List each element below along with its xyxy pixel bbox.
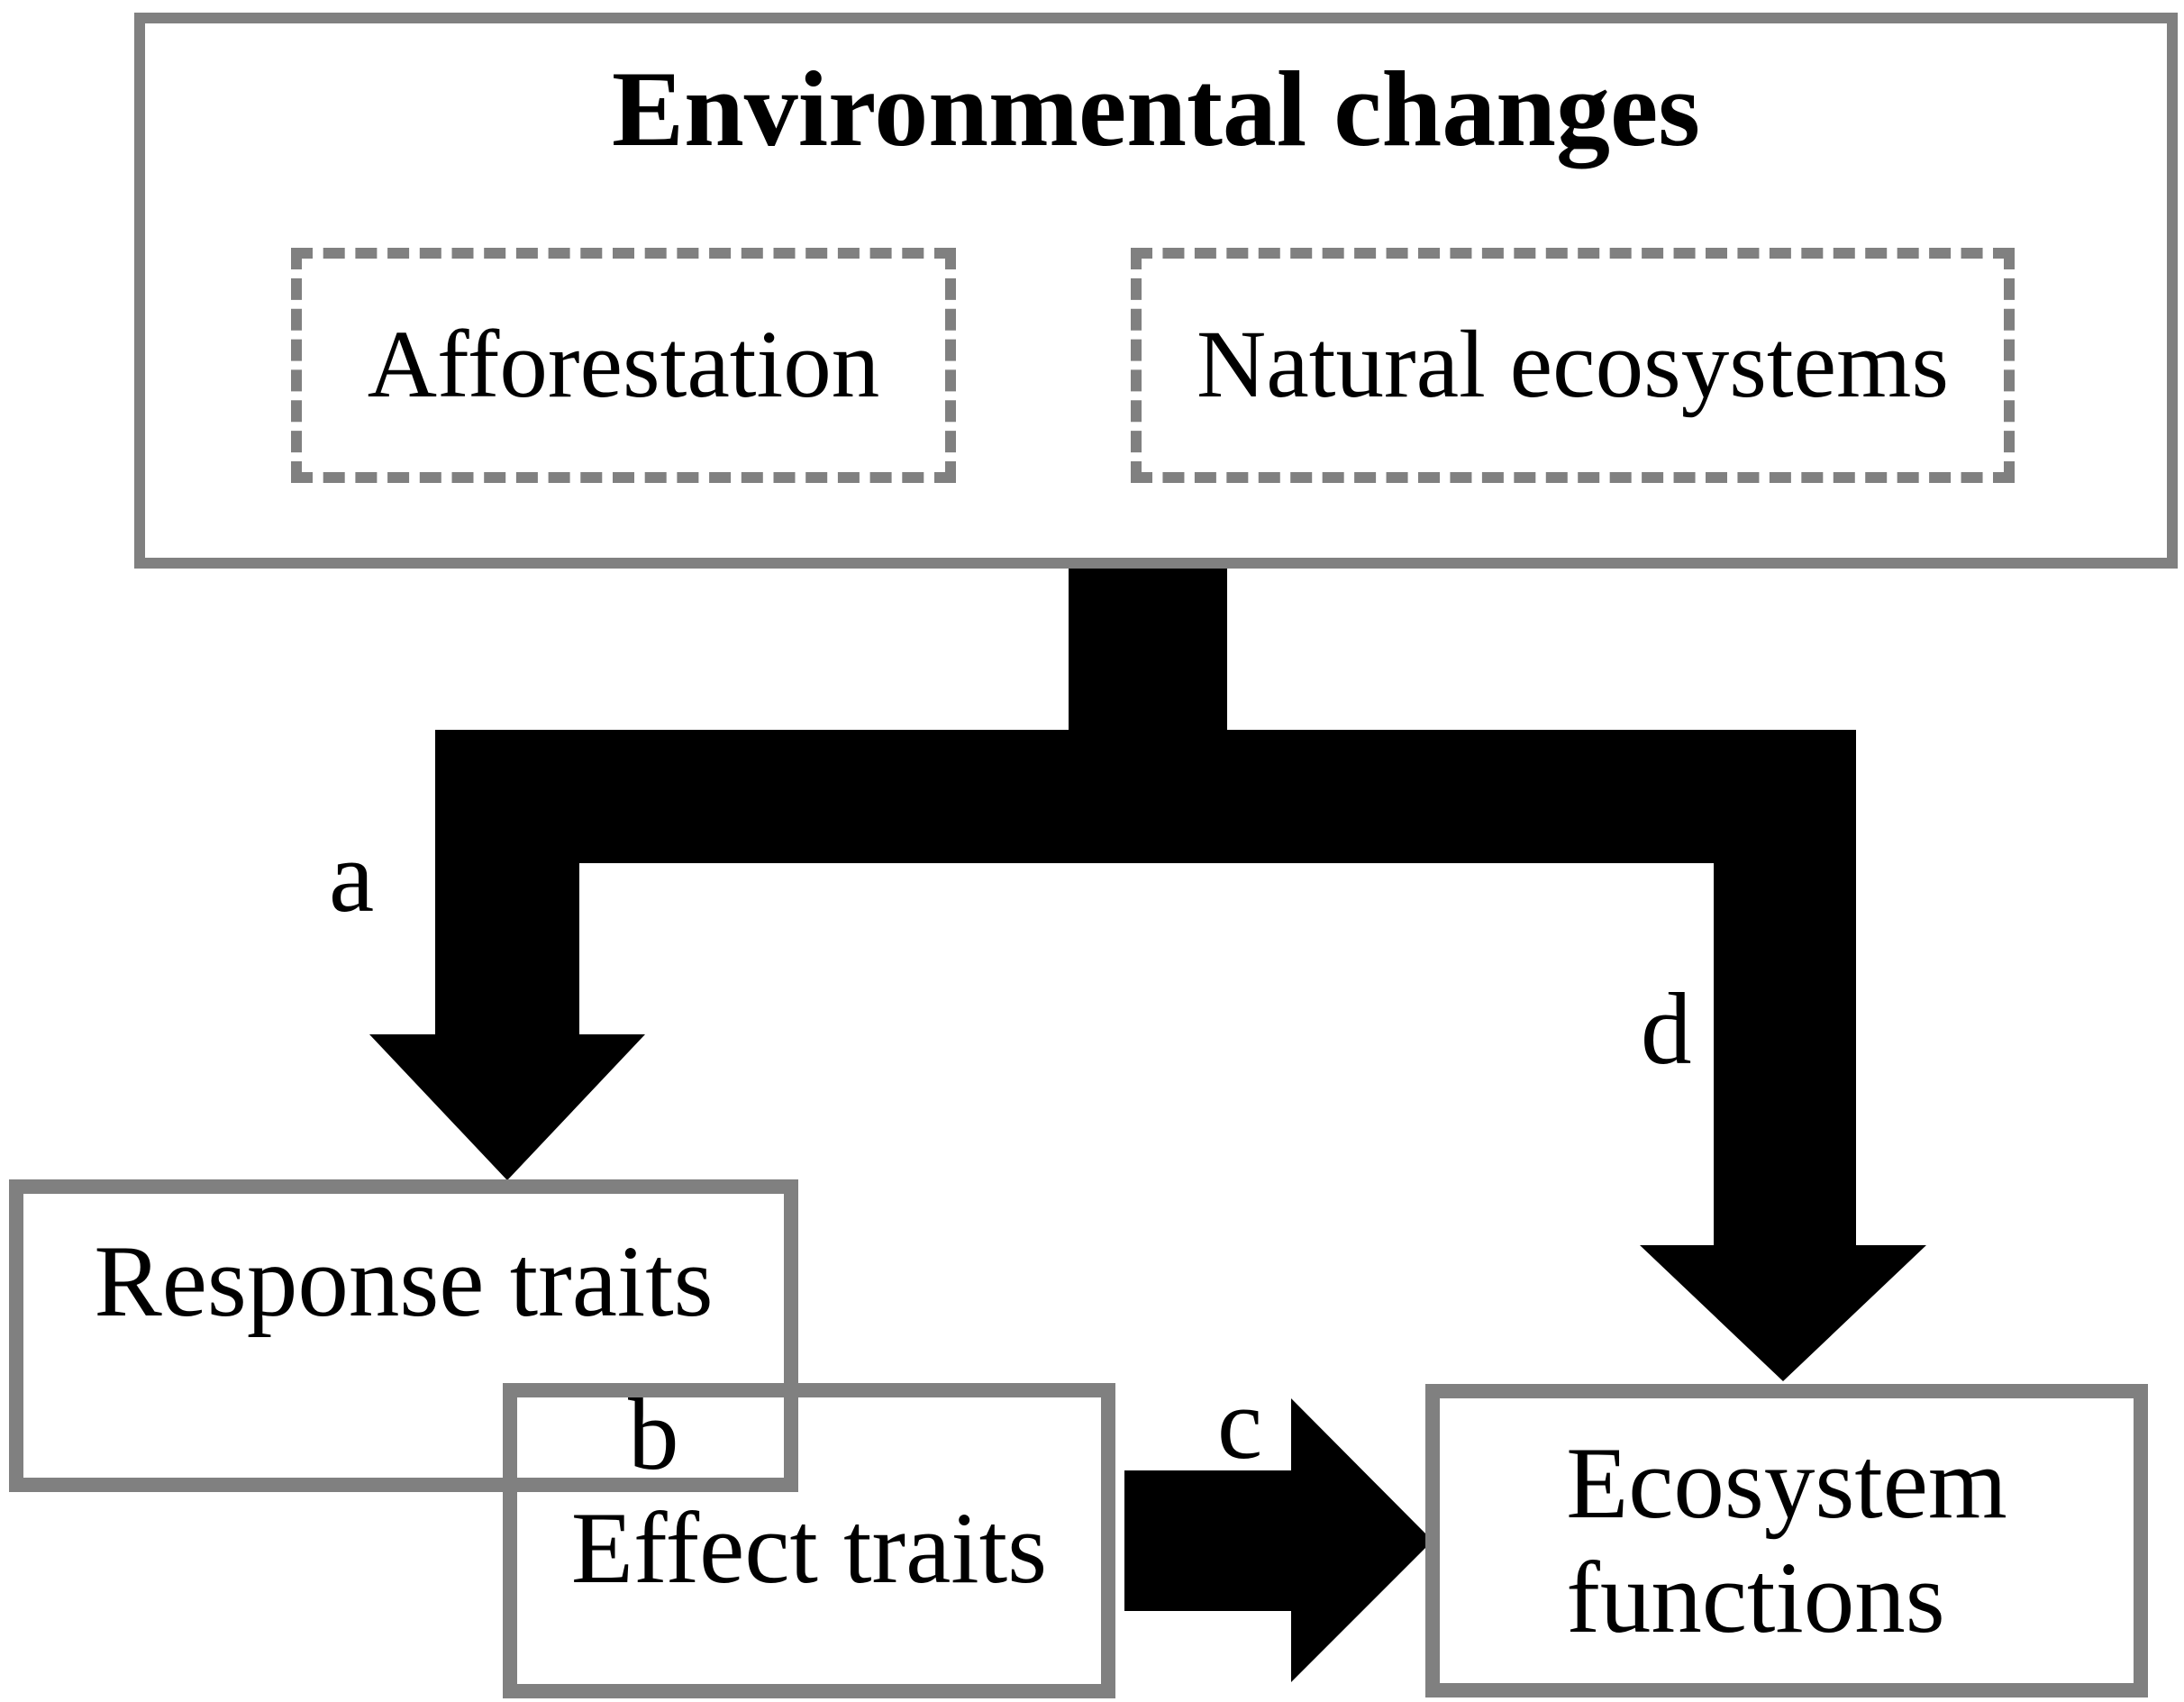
path-label-c: c [1217, 1368, 1263, 1480]
response-traits-label: Response traits [94, 1225, 714, 1338]
path-label-d: d [1641, 973, 1692, 1086]
path-label-a: a [329, 821, 375, 933]
environmental-changes-title: Environmental changes [612, 49, 1700, 168]
ecosystem-functions-line-2: functions [1566, 1542, 1945, 1654]
natural-ecosystems-label: Natural ecosystems [1197, 312, 1949, 418]
effect-to-ecosystem-arrow [1124, 1398, 1433, 1682]
afforestation-label: Afforestation [367, 312, 880, 418]
effect-traits-label: Effect traits [570, 1492, 1048, 1605]
afforestation-box: Afforestation [291, 248, 956, 483]
response-traits-box: Response traits [9, 1179, 798, 1492]
natural-ecosystems-box: Natural ecosystems [1131, 248, 2015, 483]
ecosystem-functions-box: Ecosystem functions [1425, 1384, 2148, 1697]
environmental-changes-box: Environmental changes Afforestation Natu… [134, 13, 2178, 569]
ecosystem-functions-line-1: Ecosystem [1566, 1427, 2007, 1540]
ecosystem-functions-text: Ecosystem functions [1566, 1426, 2007, 1655]
effect-traits-box: Effect traits [503, 1383, 1115, 1698]
env-split-arrow [369, 566, 1926, 1381]
path-label-b: b [628, 1379, 679, 1491]
